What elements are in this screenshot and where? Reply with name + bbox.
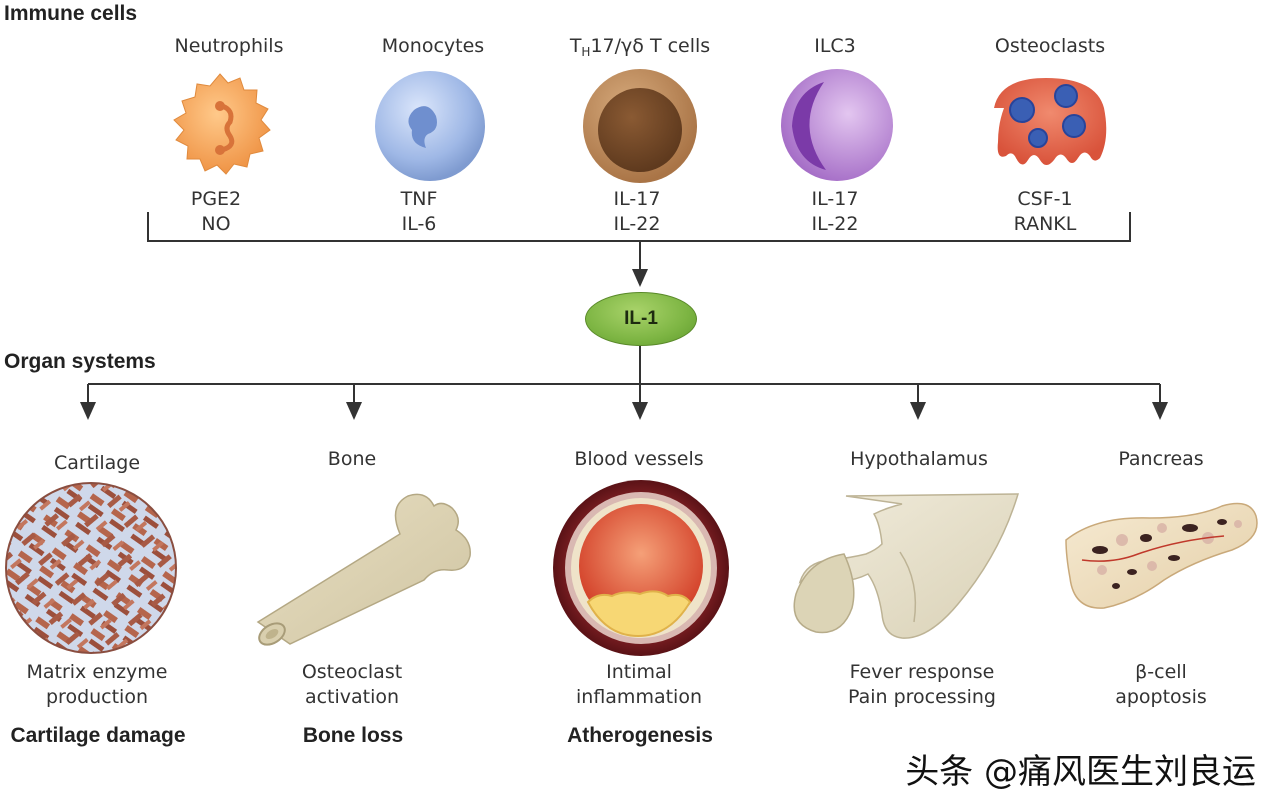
bone-icon (256, 493, 471, 646)
monocytes-label: Monocytes (381, 35, 485, 57)
blood-vessels-outcome: Atherogenesis (567, 724, 713, 747)
blood-vessels-label: Blood vessels (574, 448, 704, 470)
hypothalamus-label: Hypothalamus (850, 448, 988, 470)
osteoclast-mediators: CSF-1 RANKL (935, 187, 1155, 237)
mediator-csf1: CSF-1 (1017, 188, 1073, 210)
neutrophil-icon (173, 73, 271, 175)
bone-outcome: Bone loss (302, 724, 404, 747)
bone-effect: Osteoclast activation (242, 660, 462, 710)
effect-line: Intimal (606, 661, 672, 683)
effect-line: inflammation (576, 686, 702, 708)
neutrophils-label: Neutrophils (174, 35, 284, 57)
ilc3-mediators: IL-17 IL-22 (725, 187, 945, 237)
mediator-tnf: TNF (400, 188, 438, 210)
il1-node: IL-1 (585, 292, 697, 346)
effect-line: Osteoclast (301, 661, 403, 683)
mediator-il17: IL-17 (613, 188, 661, 210)
pancreas-icon (1065, 502, 1258, 609)
mediator-pge2: PGE2 (190, 188, 242, 210)
organ-systems-title: Organ systems (4, 350, 156, 373)
watermark-text: 头条 @痛风医生刘良运 (905, 752, 1256, 792)
mediator-no: NO (201, 213, 231, 235)
t-cell-mediators: IL-17 IL-22 (527, 187, 747, 237)
effect-line: activation (304, 686, 400, 708)
effect-line: β-cell (1135, 661, 1187, 683)
mediator-il6: IL-6 (401, 213, 437, 235)
th17-label: TH17/γδ T cells (569, 35, 711, 59)
mediator-il22: IL-22 (613, 213, 661, 235)
pancreas-effect: β-cell apoptosis (1051, 660, 1271, 710)
effect-line: production (45, 686, 149, 708)
mediator-il22: IL-22 (811, 213, 859, 235)
cartilage-effect: Matrix enzyme production (0, 660, 207, 710)
effect-line: Fever response (849, 661, 995, 683)
blood-vessels-effect: Intimal inflammation (529, 660, 749, 710)
hypothalamus-icon (793, 493, 1020, 639)
cartilage-outcome: Cartilage damage (10, 724, 186, 747)
bone-label: Bone (327, 448, 377, 470)
mediator-il17: IL-17 (811, 188, 859, 210)
ilc3-label: ILC3 (814, 35, 856, 57)
cartilage-icon (5, 482, 177, 654)
cartilage-label: Cartilage (53, 452, 141, 474)
t-cell-icon (583, 69, 697, 183)
blood-vessel-icon (553, 480, 729, 656)
hypothalamus-effect: Fever response Pain processing (812, 660, 1032, 710)
osteoclast-icon (994, 78, 1107, 165)
pancreas-label: Pancreas (1118, 448, 1204, 470)
effect-line: apoptosis (1115, 686, 1207, 708)
monocyte-mediators: TNF IL-6 (309, 187, 529, 237)
osteoclasts-label: Osteoclasts (994, 35, 1106, 57)
immune-cells-title: Immune cells (4, 2, 138, 25)
neutrophil-mediators: PGE2 NO (106, 187, 326, 237)
effect-line: Pain processing (847, 686, 996, 708)
ilc3-icon (781, 69, 893, 181)
effect-line: Matrix enzyme (26, 661, 168, 683)
mediator-rankl: RANKL (1013, 213, 1077, 235)
monocyte-icon (375, 71, 485, 181)
